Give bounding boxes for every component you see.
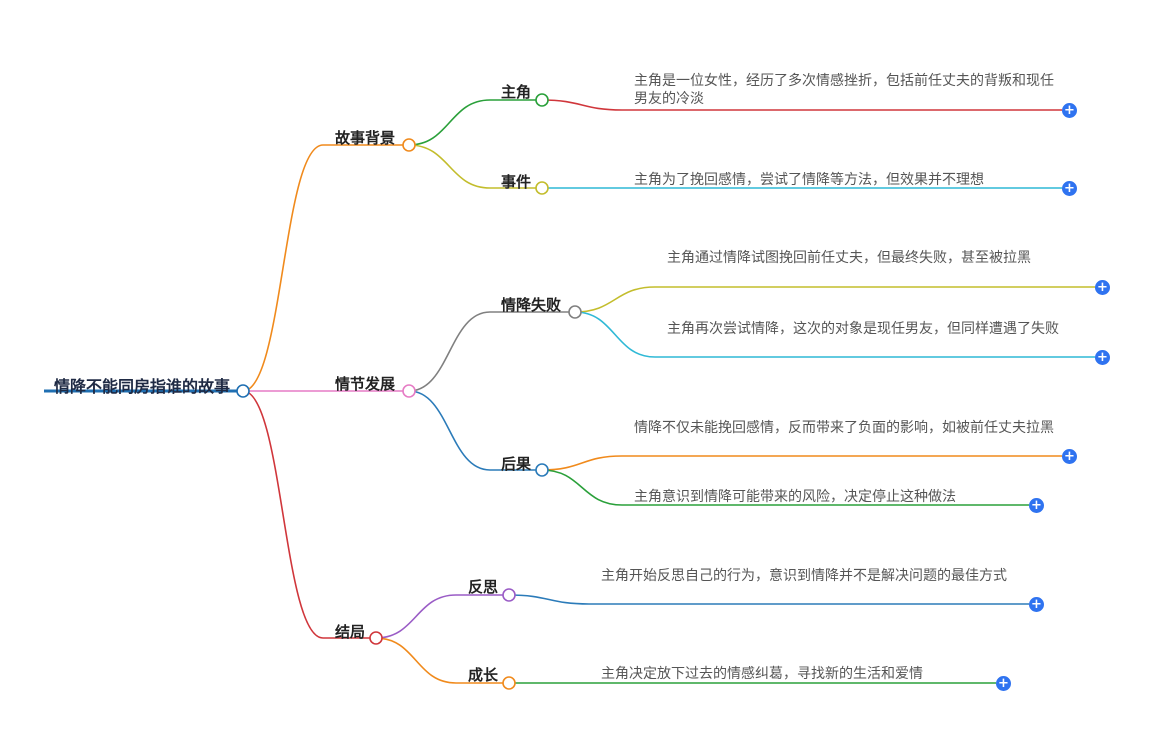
expand-plus-icon[interactable]: + bbox=[1029, 597, 1044, 612]
expand-plus-icon[interactable]: + bbox=[1095, 350, 1110, 365]
leaf-protagonist-desc: 主角是一位女性，经历了多次情感挫折，包括前任丈夫的背叛和现任男友的冷淡 bbox=[634, 73, 1054, 107]
edge-plot-failure bbox=[408, 311, 491, 392]
expand-plus-icon[interactable]: + bbox=[1062, 103, 1077, 118]
edge-failure-leaf2 bbox=[574, 311, 656, 358]
node-story-background[interactable]: 故事背景 bbox=[335, 129, 396, 147]
root-node-label: 情降不能同房指谁的故事 bbox=[54, 377, 231, 396]
edge-story-protagonist bbox=[408, 99, 491, 146]
leaf-failure-first: 主角通过情降试图挽回前任丈夫，但最终失败，甚至被拉黑 bbox=[667, 250, 1031, 266]
edge-protagonist-leaf bbox=[541, 99, 623, 111]
story-node-circle[interactable] bbox=[402, 138, 416, 152]
growth-node-circle[interactable] bbox=[502, 676, 516, 690]
node-event[interactable]: 事件 bbox=[501, 173, 532, 191]
protagonist-node-circle[interactable] bbox=[535, 93, 549, 107]
edge-story-event bbox=[408, 144, 491, 189]
expand-plus-icon[interactable]: + bbox=[1062, 181, 1077, 196]
leaf-reflection-desc: 主角开始反思自己的行为，意识到情降并不是解决问题的最佳方式 bbox=[601, 568, 1007, 584]
leaf-event-desc: 主角为了挽回感情，尝试了情降等方法，但效果并不理想 bbox=[634, 172, 984, 188]
edge-root-ending bbox=[242, 390, 324, 639]
node-ending[interactable]: 结局 bbox=[335, 623, 366, 641]
edge-reflection-leaf bbox=[508, 594, 590, 605]
event-node-circle[interactable] bbox=[535, 181, 549, 195]
node-plot-development[interactable]: 情节发展 bbox=[335, 375, 396, 393]
leaf-growth-desc: 主角决定放下过去的情感纠葛，寻找新的生活和爱情 bbox=[601, 666, 923, 682]
edge-ending-reflection bbox=[375, 594, 457, 639]
edge-root-story bbox=[242, 144, 324, 392]
failure-node-circle[interactable] bbox=[568, 305, 582, 319]
edge-plot-consequence bbox=[408, 390, 491, 471]
leaf-failure-second: 主角再次尝试情降，这次的对象是现任男友，但同样遭遇了失败 bbox=[667, 321, 1059, 337]
consequence-node-circle[interactable] bbox=[535, 463, 549, 477]
edge-ending-growth bbox=[375, 637, 457, 684]
root-node-circle[interactable] bbox=[236, 384, 250, 398]
leaf-consequence-second: 主角意识到情降可能带来的风险，决定停止这种做法 bbox=[634, 489, 956, 505]
edge-consequence-leaf2 bbox=[541, 469, 623, 506]
leaf-consequence-first: 情降不仅未能挽回感情，反而带来了负面的影响，如被前任丈夫拉黑 bbox=[634, 420, 1054, 436]
plot-node-circle[interactable] bbox=[402, 384, 416, 398]
expand-plus-icon[interactable]: + bbox=[1029, 498, 1044, 513]
reflection-node-circle[interactable] bbox=[502, 588, 516, 602]
node-consequence[interactable]: 后果 bbox=[501, 455, 532, 473]
expand-plus-icon[interactable]: + bbox=[1095, 280, 1110, 295]
ending-node-circle[interactable] bbox=[369, 631, 383, 645]
expand-plus-icon[interactable]: + bbox=[996, 676, 1011, 691]
node-love-spell-failure[interactable]: 情降失败 bbox=[501, 296, 562, 314]
node-growth[interactable]: 成长 bbox=[468, 666, 499, 684]
node-reflection[interactable]: 反思 bbox=[468, 578, 499, 596]
node-protagonist[interactable]: 主角 bbox=[501, 83, 532, 101]
edge-consequence-leaf1 bbox=[541, 455, 623, 471]
expand-plus-icon[interactable]: + bbox=[1062, 449, 1077, 464]
edge-failure-leaf1 bbox=[574, 286, 656, 313]
